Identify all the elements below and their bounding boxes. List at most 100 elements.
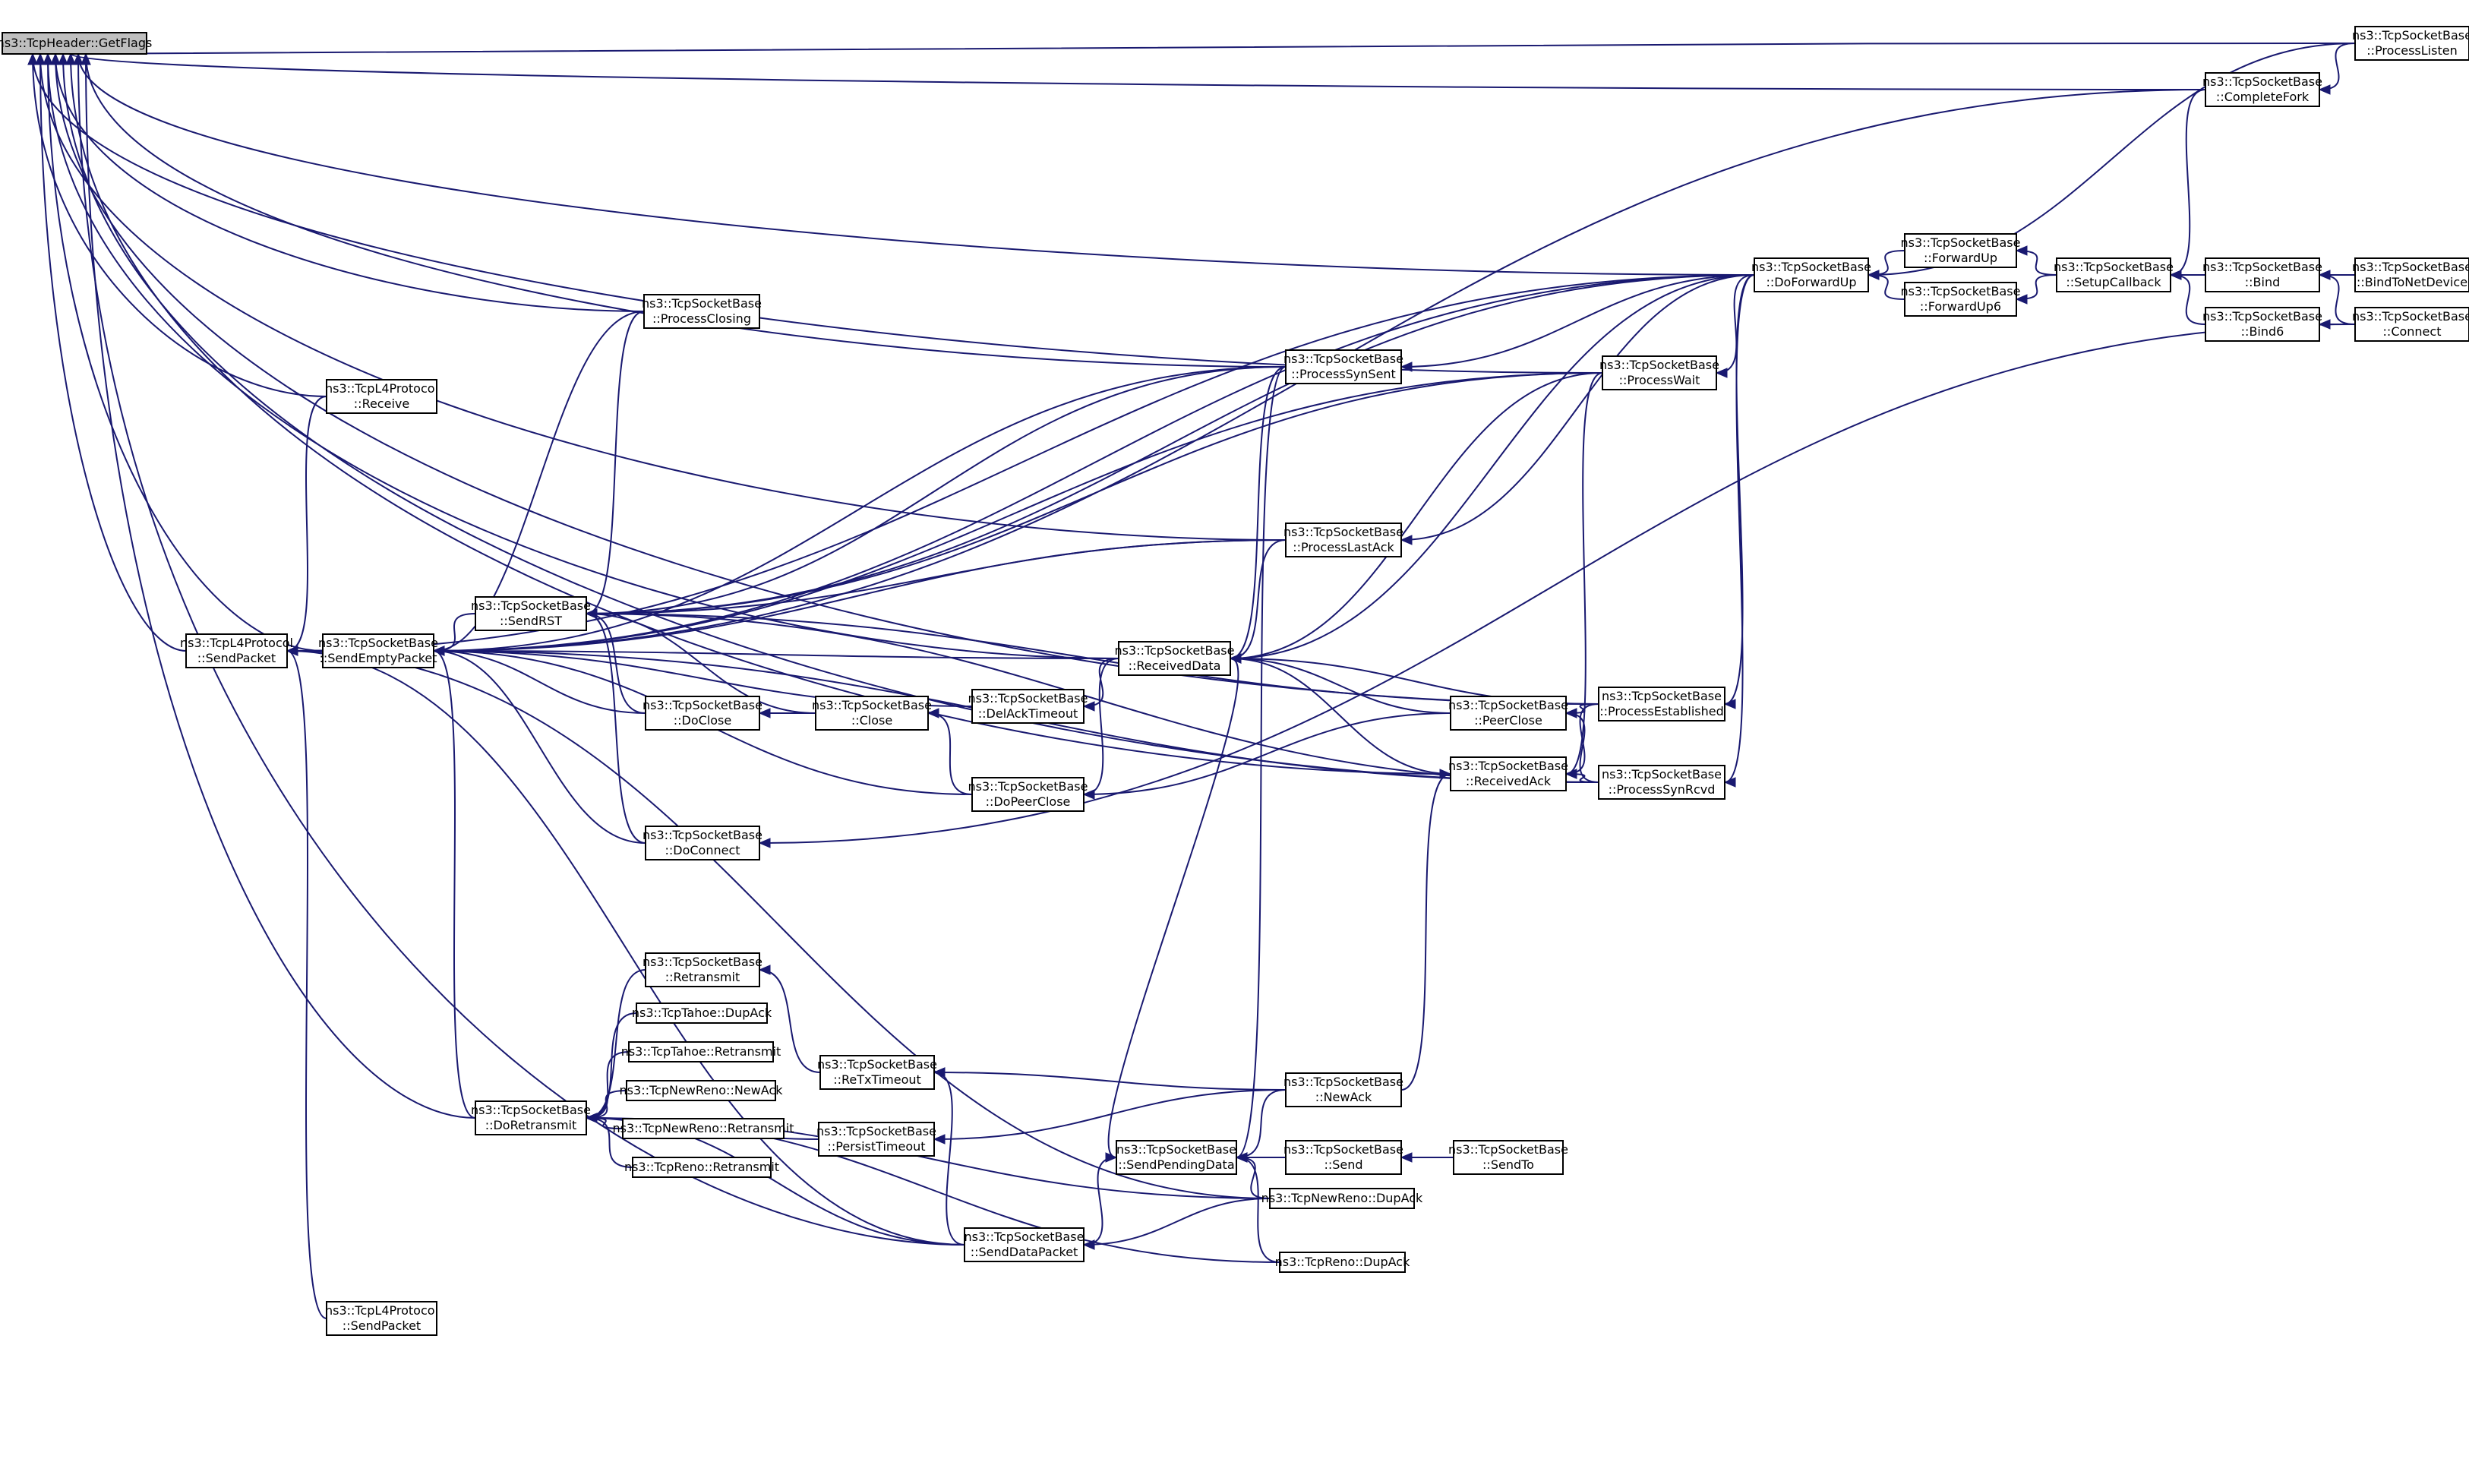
node-forwardup[interactable]: ns3::TcpSocketBase::ForwardUp	[1901, 233, 2021, 268]
node-receiveddata[interactable]: ns3::TcpSocketBase::ReceivedData	[1115, 641, 1235, 676]
arrowhead	[1564, 708, 1577, 718]
node-completefork[interactable]: ns3::TcpSocketBase::CompleteFork	[2202, 72, 2322, 107]
edge-processsynsent-to-sendrst	[585, 366, 1287, 619]
node-doclose[interactable]: ns3::TcpSocketBase::DoClose	[643, 696, 762, 731]
node-box	[1904, 282, 2017, 317]
edge-processwait-to-getflags	[27, 52, 1603, 374]
arrowhead	[27, 52, 38, 65]
node-retransmit[interactable]: ns3::TcpSocketBase::Retransmit	[643, 952, 762, 987]
node-newreno-dupack[interactable]: ns3::TcpNewReno::DupAck	[1261, 1188, 1423, 1209]
node-label: ::ReceivedAck	[1466, 774, 1552, 788]
edge-doconnect-to-sendemptypacket	[432, 646, 646, 844]
arrowhead	[1439, 769, 1452, 779]
node-connect[interactable]: ns3::TcpSocketBase::Connect	[2352, 307, 2469, 342]
node-label: ::Connect	[2383, 324, 2442, 339]
node-delacktimeout[interactable]: ns3::TcpSocketBase::DelAckTimeout	[968, 689, 1088, 724]
node-processclosing[interactable]: ns3::TcpSocketBase::ProcessClosing	[642, 294, 762, 329]
arrowhead	[2169, 270, 2182, 280]
node-label: ns3::TcpSocketBase	[471, 598, 591, 613]
node-processwait[interactable]: ns3::TcpSocketBase::ProcessWait	[1599, 355, 1719, 390]
node-label: ns3::TcpSocketBase	[642, 296, 762, 311]
edge-line	[286, 396, 327, 652]
edge-line	[286, 650, 1271, 1199]
node-sendemptypacket[interactable]: ns3::TcpSocketBase::SendEmptyPacket	[318, 633, 438, 668]
node-box	[1450, 696, 1567, 731]
node-box	[971, 689, 1085, 724]
node-bind6[interactable]: ns3::TcpSocketBase::Bind6	[2202, 307, 2322, 342]
node-doretransmit[interactable]: ns3::TcpSocketBase::DoRetransmit	[471, 1100, 591, 1135]
node-label: ::ReceivedData	[1129, 658, 1221, 673]
node-newack[interactable]: ns3::TcpSocketBase::NewAck	[1283, 1072, 1403, 1107]
arrowhead	[933, 1134, 946, 1145]
node-label: ns3::TcpL4Protocol	[325, 1303, 438, 1318]
node-box	[636, 1002, 768, 1024]
node-processlisten[interactable]: ns3::TcpSocketBase::ProcessListen	[2352, 26, 2469, 61]
arrowhead	[1723, 699, 1736, 709]
node-doforwardup[interactable]: ns3::TcpSocketBase::DoForwardUp	[1751, 257, 1871, 292]
node-forwardup6[interactable]: ns3::TcpSocketBase::ForwardUp6	[1901, 282, 2021, 317]
node-box	[2, 32, 147, 55]
node-label: ns3::TcpL4Protocol	[180, 636, 293, 650]
node-tahoe-retransmit[interactable]: ns3::TcpTahoe::Retransmit	[621, 1041, 781, 1062]
node-peerclose[interactable]: ns3::TcpSocketBase::PeerClose	[1448, 696, 1568, 731]
edge-line	[433, 539, 1287, 652]
node-l4-receive[interactable]: ns3::TcpL4Protocol::Receive	[325, 379, 438, 414]
edge-line	[586, 613, 646, 844]
node-newreno-newack[interactable]: ns3::TcpNewReno::NewAck	[620, 1080, 784, 1101]
node-doconnect[interactable]: ns3::TcpSocketBase::DoConnect	[643, 826, 762, 860]
node-processsynrcvd[interactable]: ns3::TcpSocketBase::ProcessSynRcvd	[1598, 765, 1725, 800]
edge-l4_sendpacket2-to-l4_sendpacket	[286, 646, 327, 1319]
edge-line	[1107, 658, 1239, 1158]
node-receivedack[interactable]: ns3::TcpSocketBase::ReceivedAck	[1448, 756, 1568, 791]
node-processlastack[interactable]: ns3::TcpSocketBase::ProcessLastAck	[1283, 523, 1403, 557]
node-tahoe-dupack[interactable]: ns3::TcpTahoe::DupAck	[632, 1002, 772, 1024]
node-label: ns3::TcpSocketBase	[968, 691, 1088, 706]
edge-processlisten-to-completefork	[2318, 43, 2356, 95]
node-persisttimeout[interactable]: ns3::TcpSocketBase::PersistTimeout	[816, 1122, 936, 1157]
node-label: ns3::TcpSocketBase	[1751, 260, 1871, 274]
node-label: ::Bind	[2245, 275, 2281, 289]
node-close[interactable]: ns3::TcpSocketBase::Close	[812, 696, 932, 731]
node-label: ns3::TcpSocketBase	[816, 1124, 936, 1138]
node-bindtonetdevice[interactable]: ns3::TcpSocketBase::BindToNetDevice	[2352, 257, 2469, 292]
edge-line	[2170, 274, 2206, 325]
arrowhead	[1400, 362, 1413, 372]
node-getflags[interactable]: ns3::TcpHeader::GetFlags	[0, 32, 152, 55]
edge-line	[32, 53, 1603, 374]
arrowhead	[50, 52, 61, 65]
node-l4-sendpacket[interactable]: ns3::TcpL4Protocol::SendPacket	[180, 633, 293, 668]
edge-processlastack-to-receiveddata	[1229, 539, 1287, 664]
node-newreno-retransmit[interactable]: ns3::TcpNewReno::Retransmit	[613, 1118, 794, 1139]
node-box	[475, 1100, 587, 1135]
node-label: ns3::TcpSocketBase	[471, 1103, 591, 1117]
node-retxtimeout[interactable]: ns3::TcpSocketBase::ReTxTimeout	[817, 1055, 937, 1090]
node-senddatapacket[interactable]: ns3::TcpSocketBase::SendDataPacket	[964, 1227, 1085, 1262]
node-sendto[interactable]: ns3::TcpSocketBase::SendTo	[1448, 1140, 1568, 1175]
edge-doforwardup-to-processsynsent	[1400, 274, 1755, 372]
node-l4-sendpacket-2[interactable]: ns3::TcpL4Protocol::SendPacket	[325, 1301, 438, 1336]
node-dopeerclose[interactable]: ns3::TcpSocketBase::DoPeerClose	[968, 777, 1088, 812]
node-sendpendingdata[interactable]: ns3::TcpSocketBase::SendPendingData	[1116, 1140, 1237, 1175]
edge-completefork-to-getflags	[65, 52, 2206, 90]
node-bind[interactable]: ns3::TcpSocketBase::Bind	[2202, 257, 2322, 292]
arrowhead	[927, 708, 939, 718]
arrowhead	[2318, 270, 2331, 280]
node-setupcallback[interactable]: ns3::TcpSocketBase::SetupCallback	[2054, 257, 2174, 292]
edge-line	[1083, 1157, 1117, 1246]
node-box	[815, 696, 929, 731]
edge-line	[1230, 274, 1755, 659]
node-reno-dupack[interactable]: ns3::TcpReno::DupAck	[1275, 1252, 1410, 1273]
edge-line	[1236, 1089, 1287, 1158]
node-sendrst[interactable]: ns3::TcpSocketBase::SendRST	[471, 596, 591, 631]
node-label: ns3::TcpSocketBase	[1283, 1075, 1403, 1089]
node-send[interactable]: ns3::TcpSocketBase::Send	[1283, 1140, 1403, 1175]
node-box	[1598, 765, 1725, 800]
node-label: ns3::TcpNewReno::Retransmit	[613, 1121, 794, 1135]
node-box	[622, 1118, 785, 1139]
node-label: ns3::TcpSocketBase	[1283, 352, 1403, 366]
node-label: ::PersistTimeout	[827, 1139, 925, 1154]
node-reno-retransmit[interactable]: ns3::TcpReno::Retransmit	[624, 1157, 779, 1178]
node-processsynsent[interactable]: ns3::TcpSocketBase::ProcessSynSent	[1283, 349, 1403, 384]
node-processestablished[interactable]: ns3::TcpSocketBase::ProcessEstablished	[1598, 687, 1725, 721]
node-label: ns3::TcpSocketBase	[968, 779, 1088, 794]
